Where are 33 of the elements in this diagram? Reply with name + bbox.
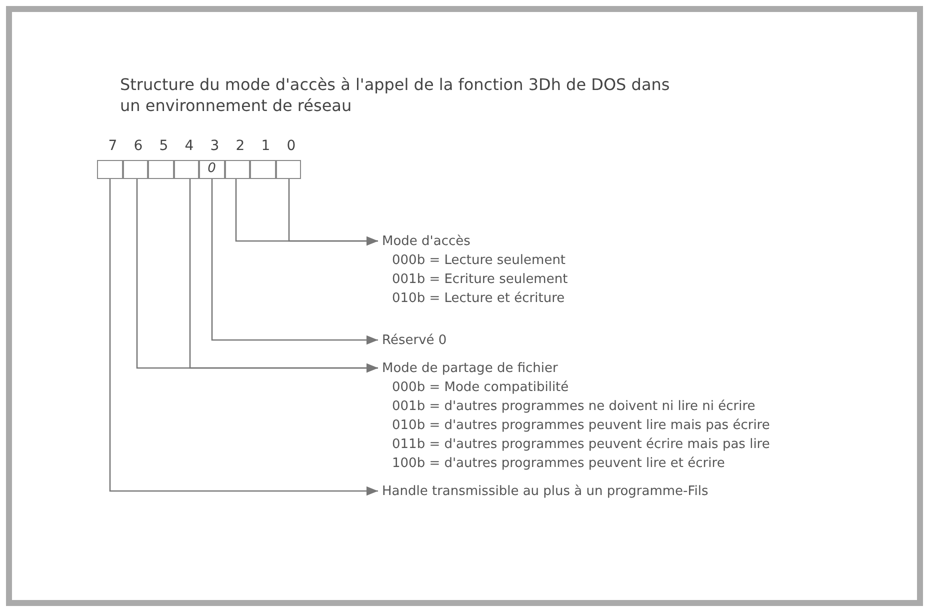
value-description: 001b = Ecriture seulement (391, 271, 568, 289)
bit-number: 0 (286, 138, 297, 154)
value-description: 011b = d'autres programmes peuvent écrire mais pas lire (391, 436, 770, 454)
bit-cell (174, 160, 199, 179)
bit-cell (250, 160, 276, 179)
value-description: 100b = d'autres programmes peuvent lire et écrire (391, 455, 726, 473)
arrow (288, 179, 378, 246)
field-name: Mode d'accès (382, 233, 472, 251)
arrow (211, 179, 378, 345)
bit-number: 7 (107, 138, 118, 154)
bit-number: 1 (260, 138, 272, 154)
value-description: 010b = d'autres programmes peuvent lire mais pas écrire (391, 417, 770, 435)
field-name: Réservé 0 (382, 332, 447, 350)
bit-number: 4 (184, 138, 195, 154)
field-name: Handle transmissible au plus à un programme-Fils (382, 483, 708, 501)
arrow (109, 179, 378, 496)
bit-cell (148, 160, 174, 179)
bit-cell (97, 160, 122, 179)
bit-number: 5 (158, 138, 170, 154)
bit-number: 3 (209, 138, 220, 154)
bit-cell (224, 160, 250, 179)
bit-number: 2 (234, 138, 246, 154)
arrow (189, 179, 378, 373)
bit-number: 6 (132, 138, 144, 154)
diagram-title: Structure du mode d'accès à l'appel de la fonction 3Dh de DOS dans un environnement de réseau (120, 74, 671, 116)
bit-cell (122, 160, 148, 179)
field-name: Mode de partage de fichier (382, 360, 559, 378)
value-description: 000b = Lecture seulement (391, 252, 567, 270)
value-description: 010b = Lecture et écriture (391, 290, 566, 308)
bit-cell (276, 160, 301, 179)
bit-cell: 0 (199, 160, 224, 179)
value-description: 000b = Mode compatibilité (391, 379, 570, 397)
value-description: 001b = d'autres programmes ne doivent ni lire ni écrire (391, 398, 756, 416)
